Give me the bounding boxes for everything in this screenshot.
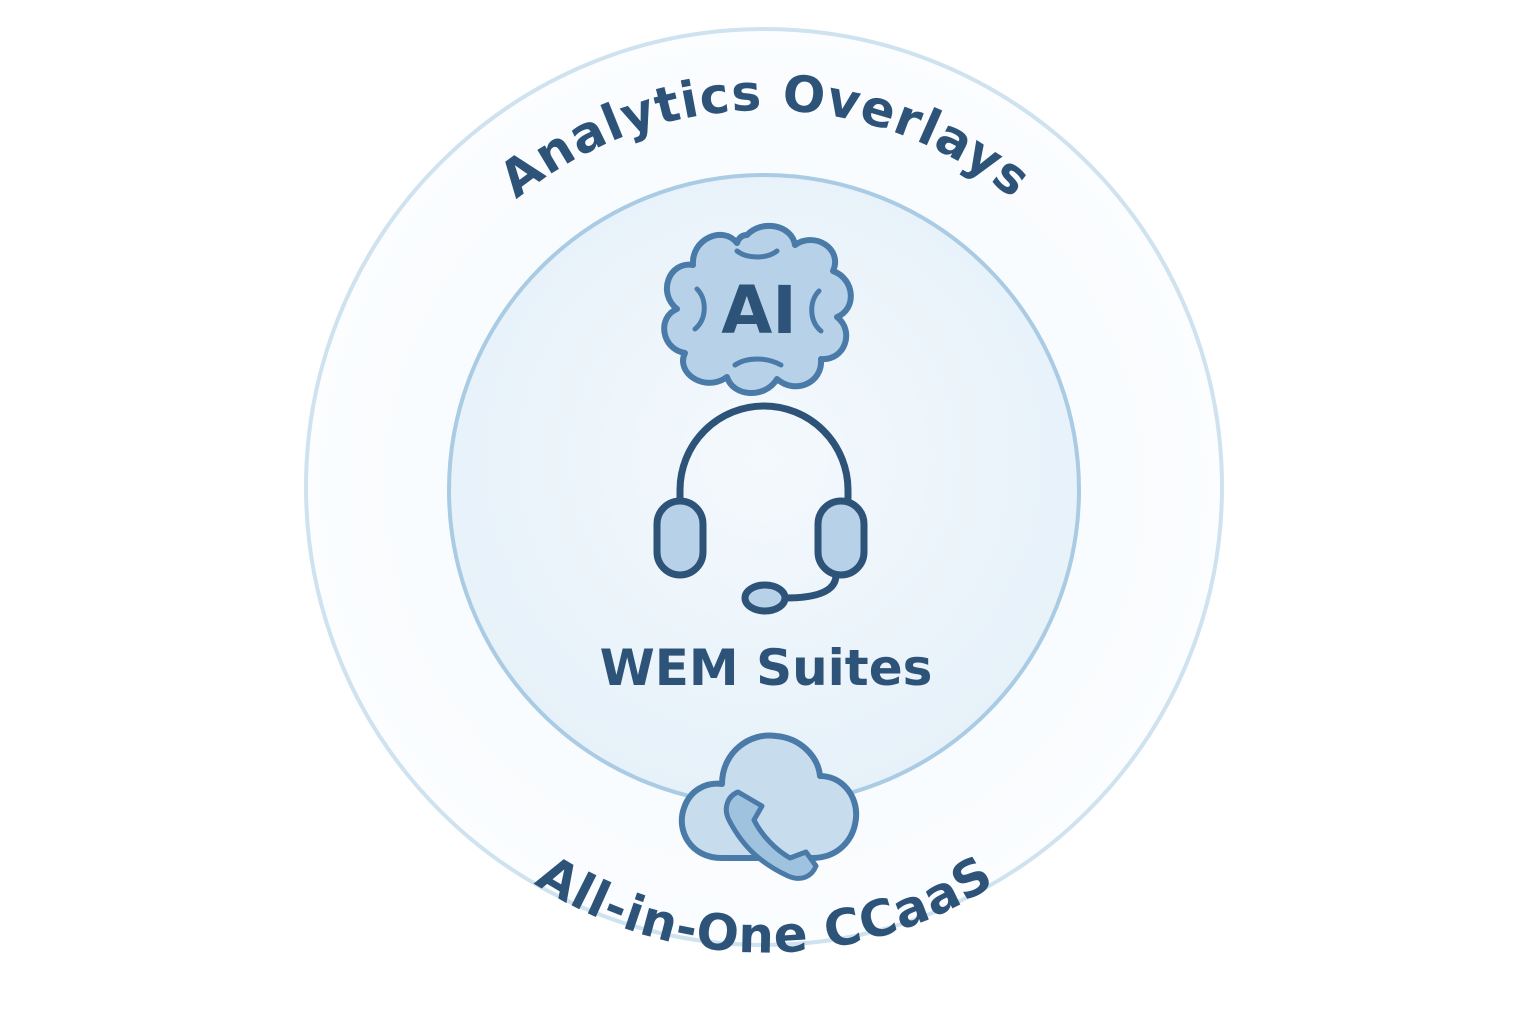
headset-icon [653,402,868,615]
cloud-phone-icon [678,732,860,881]
ai-badge-text: AI [721,272,797,349]
middle-layer-label: WEM Suites [600,639,933,697]
brain-ai-icon: AI [661,223,854,396]
